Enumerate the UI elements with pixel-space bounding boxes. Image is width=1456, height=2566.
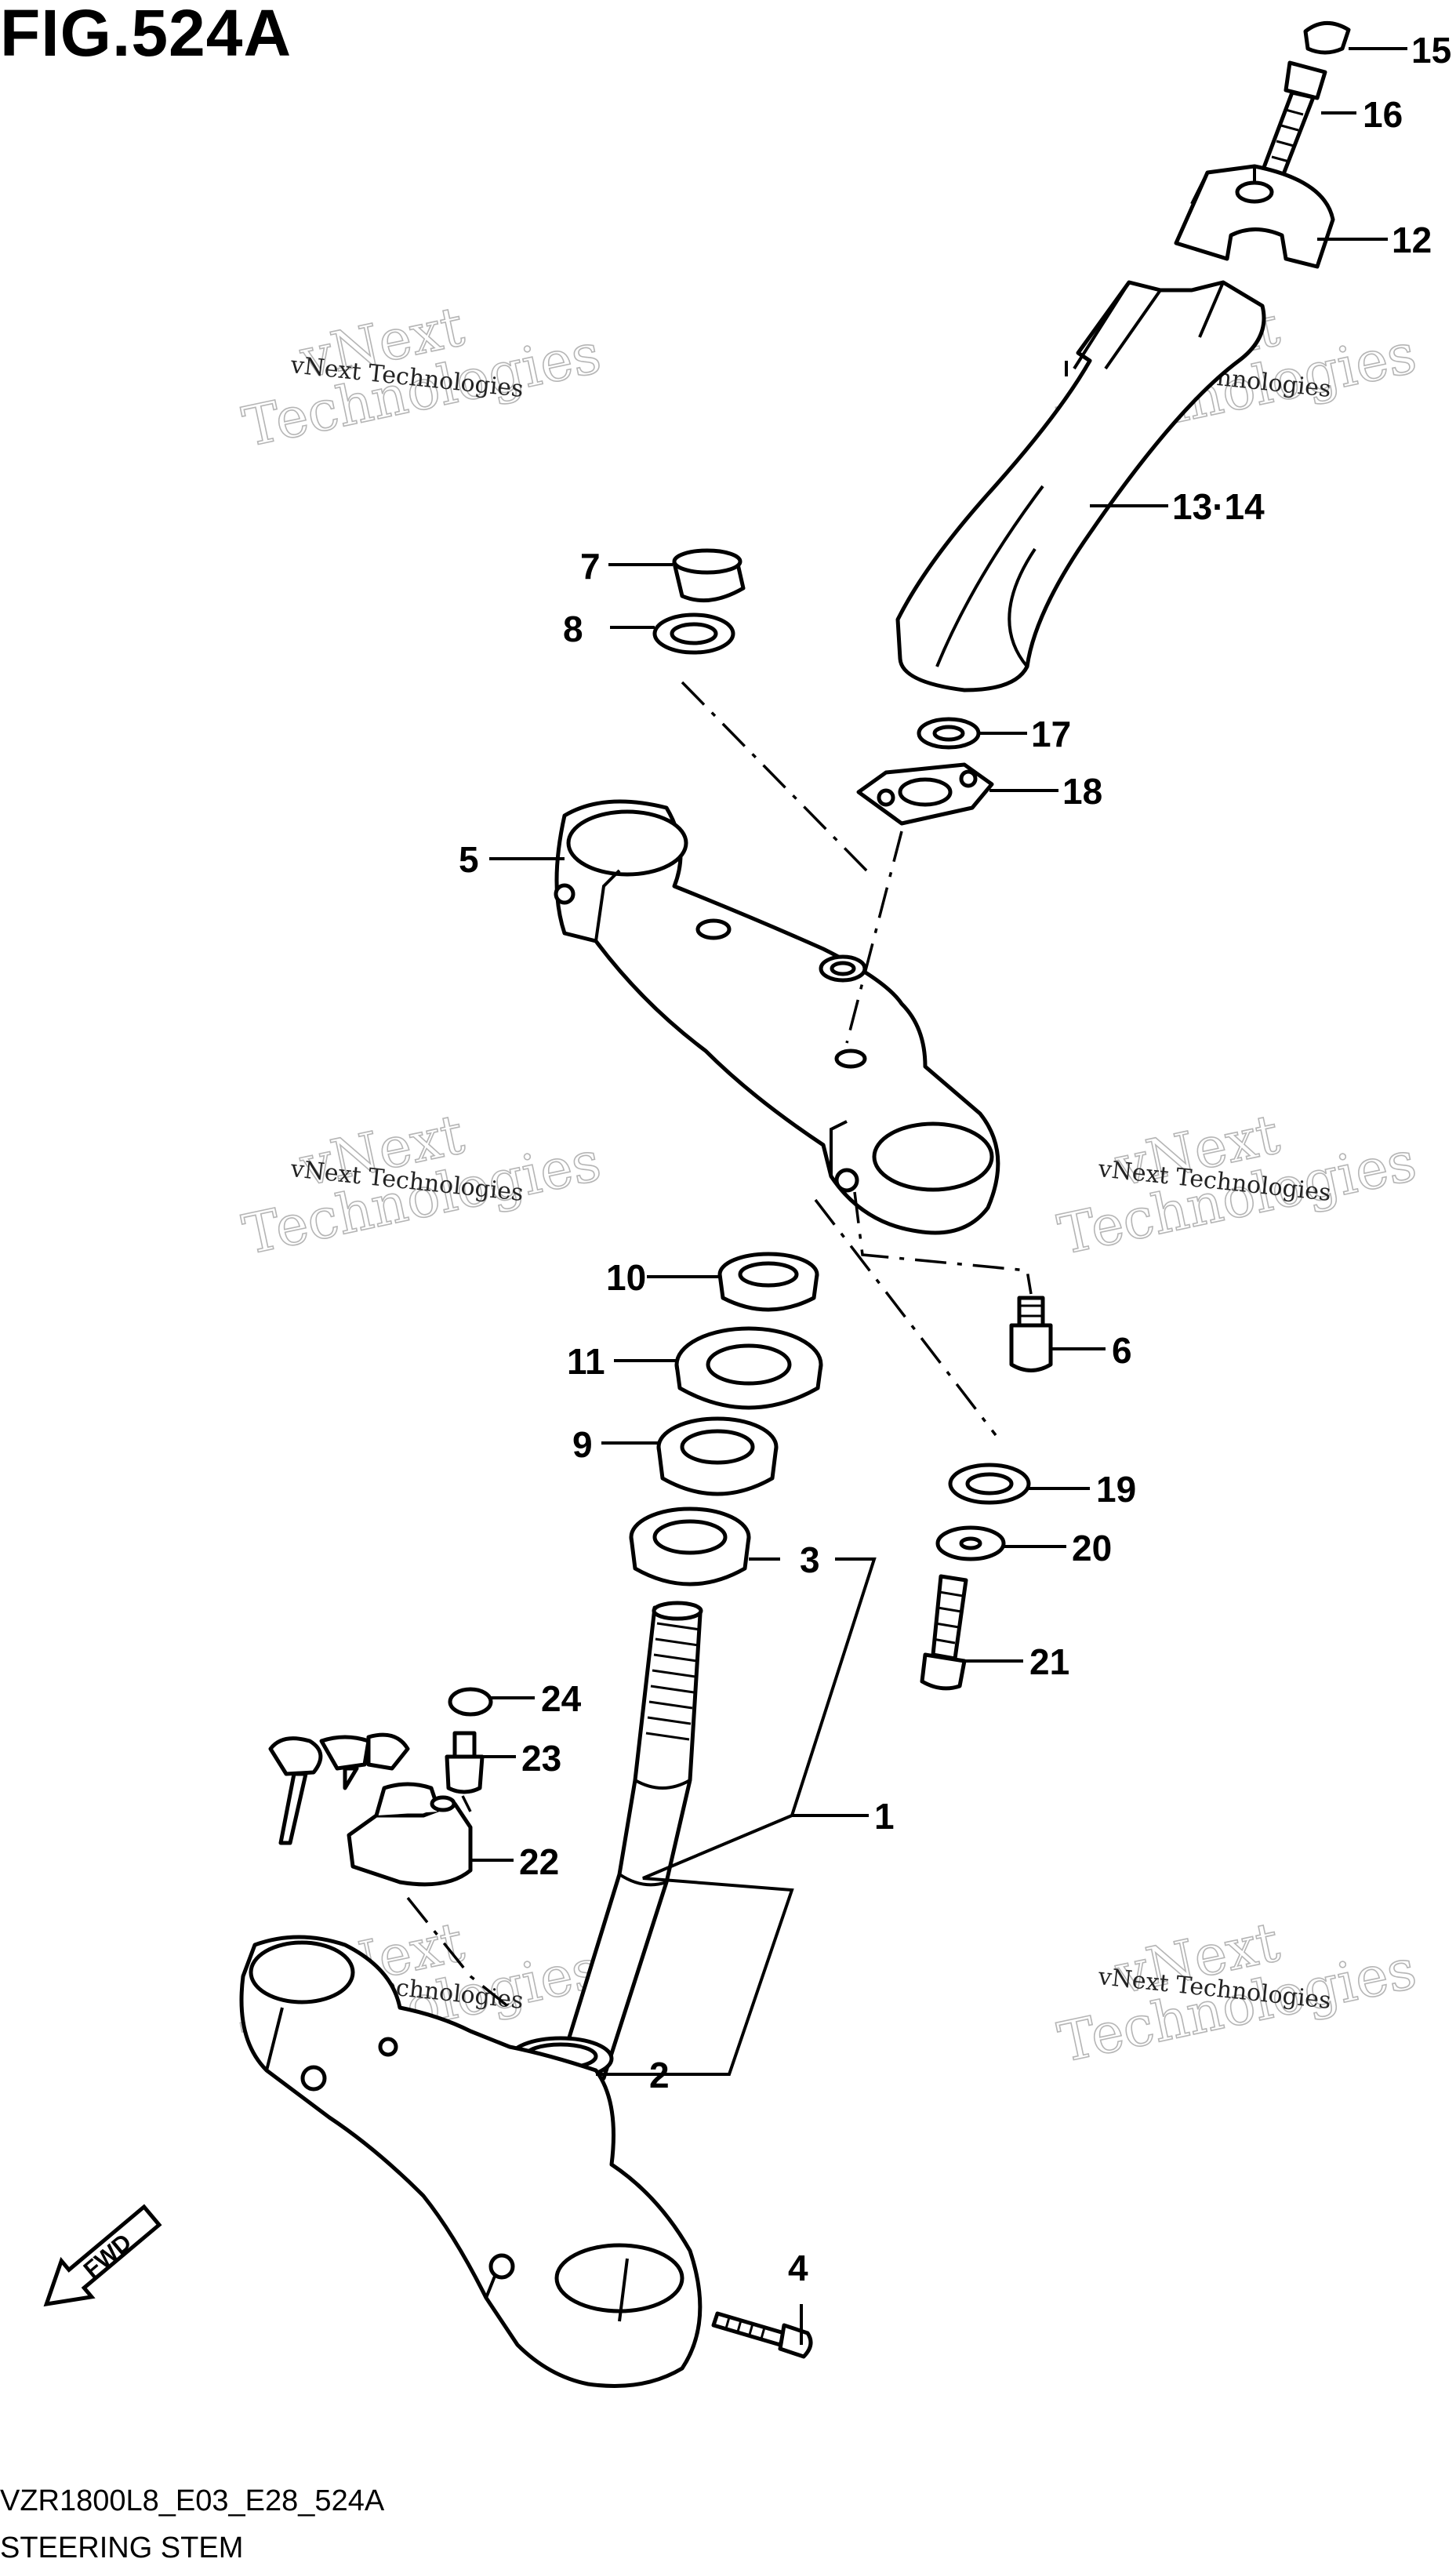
part-12-clamp xyxy=(1174,164,1335,269)
callout-15: 15 xyxy=(1411,30,1451,71)
part-8-washer xyxy=(652,612,735,655)
callout-16: 16 xyxy=(1363,94,1403,135)
part-19-washer xyxy=(948,1463,1031,1505)
part-20-washer xyxy=(935,1525,1006,1561)
callout-17: 17 xyxy=(1031,714,1071,754)
part-4-bolt xyxy=(711,2311,813,2359)
part-9-bearing xyxy=(656,1416,779,1496)
part-1-steering-stem xyxy=(554,1601,703,2086)
callout-18: 18 xyxy=(1062,771,1102,812)
callout-11: 11 xyxy=(567,1341,605,1382)
drawing-code: VZR1800L8_E03_E28_524A xyxy=(0,2484,385,2517)
callout-19: 19 xyxy=(1096,1469,1136,1510)
part-18-plate xyxy=(856,762,994,826)
part-21-bolt xyxy=(920,1574,968,1691)
page-title: FIG.524A xyxy=(0,0,292,70)
callout-24: 24 xyxy=(541,1678,582,1719)
callout-6: 6 xyxy=(1112,1330,1132,1371)
callout-10: 10 xyxy=(606,1257,646,1298)
leader-lines xyxy=(470,47,1407,2345)
part-22-steering-lock xyxy=(268,1732,473,1887)
part-6-bolt xyxy=(1009,1296,1053,1372)
callouts: 15 16 12 13·14 7 8 17 18 5 10 6 11 9 19 … xyxy=(459,30,1451,2288)
callout-8: 8 xyxy=(563,609,583,649)
callout-21: 21 xyxy=(1029,1641,1069,1682)
part-7-nut xyxy=(672,548,746,603)
callout-12: 12 xyxy=(1392,220,1432,260)
assembly-lines xyxy=(406,681,1033,2009)
part-15-cap xyxy=(1303,21,1351,55)
callout-3: 3 xyxy=(800,1539,820,1580)
part-24-cap xyxy=(448,1687,493,1717)
callout-9: 9 xyxy=(572,1424,593,1465)
callout-1: 1 xyxy=(874,1796,895,1837)
callout-22: 22 xyxy=(519,1841,559,1882)
part-11-seal xyxy=(674,1326,823,1410)
part-13-14-handlebar xyxy=(895,280,1266,692)
part-5-upper-bracket xyxy=(554,799,1000,1235)
callout-2: 2 xyxy=(649,2055,670,2095)
callout-7: 7 xyxy=(580,546,601,587)
part-10-nut xyxy=(717,1252,819,1312)
callout-23: 23 xyxy=(521,1738,561,1779)
part-17-washer xyxy=(917,717,981,750)
part-3-bearing xyxy=(629,1507,751,1586)
callout-4: 4 xyxy=(788,2248,808,2288)
callout-20: 20 xyxy=(1072,1528,1112,1568)
callout-13-14: 13·14 xyxy=(1172,486,1265,527)
callout-5: 5 xyxy=(459,839,479,880)
drawing-caption: STEERING STEM xyxy=(0,2531,244,2564)
part-23-bolt xyxy=(445,1731,485,1794)
fwd-arrow-badge: FWD xyxy=(43,2204,162,2307)
lower-bracket xyxy=(239,1935,703,2388)
